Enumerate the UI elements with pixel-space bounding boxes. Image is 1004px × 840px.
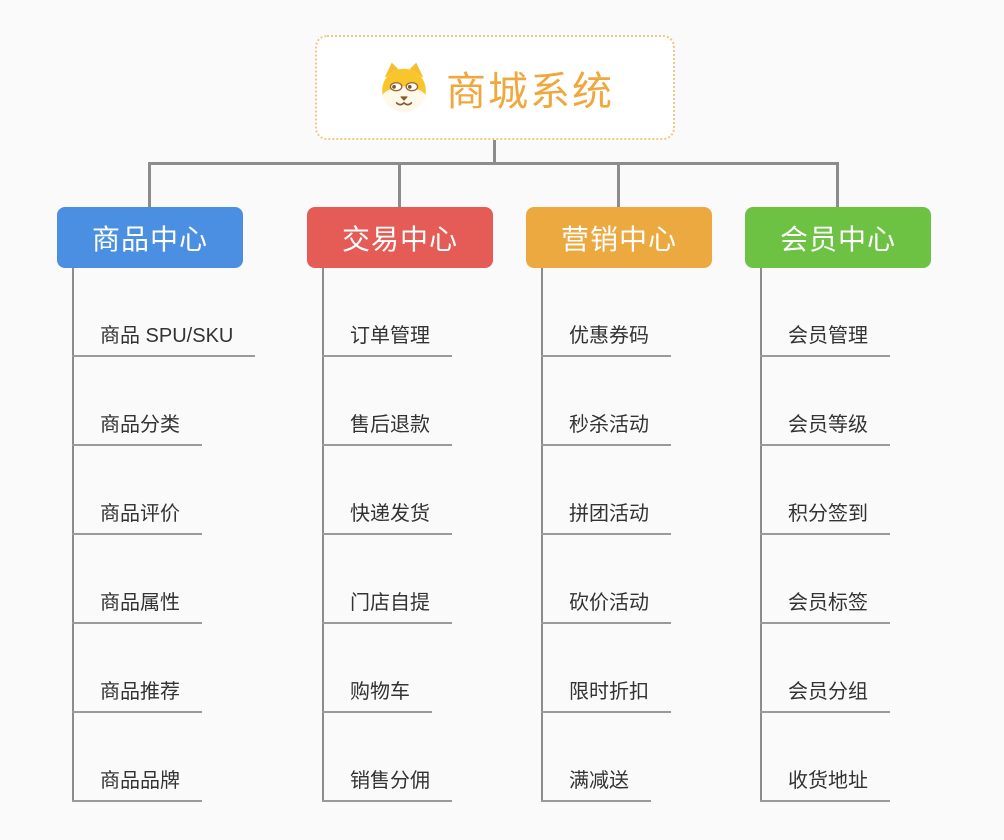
- leaf-node-aftersale-refund[interactable]: 售后退款: [322, 402, 452, 446]
- branch-trunk-trade: [322, 268, 324, 802]
- leaf-node-bargain-activity[interactable]: 砍价活动: [541, 580, 671, 624]
- connector-drop-4: [836, 162, 839, 207]
- leaf-node-goods-category[interactable]: 商品分类: [72, 402, 202, 446]
- branch-trunk-member: [760, 268, 762, 802]
- leaf-node-group-buy[interactable]: 拼团活动: [541, 491, 671, 535]
- leaf-node-express-delivery[interactable]: 快递发货: [322, 491, 452, 535]
- leaf-node-shipping-address[interactable]: 收货地址: [760, 758, 890, 802]
- leaf-node-member-group[interactable]: 会员分组: [760, 669, 890, 713]
- branch-node-trade-center[interactable]: 交易中心: [307, 207, 493, 268]
- branch-node-goods-center[interactable]: 商品中心: [57, 207, 243, 268]
- connector-drop-3: [617, 162, 620, 207]
- leaf-node-goods-attribute[interactable]: 商品属性: [72, 580, 202, 624]
- branch-trunk-marketing: [541, 268, 543, 802]
- leaf-node-order-management[interactable]: 订单管理: [322, 313, 452, 357]
- connector-bus: [148, 162, 839, 165]
- connector-drop-1: [148, 162, 151, 207]
- leaf-node-flash-sale[interactable]: 秒杀活动: [541, 402, 671, 446]
- leaf-node-full-reduction[interactable]: 满减送: [541, 758, 651, 802]
- leaf-node-member-level[interactable]: 会员等级: [760, 402, 890, 446]
- connector-drop-2: [398, 162, 401, 207]
- leaf-node-points-checkin[interactable]: 积分签到: [760, 491, 890, 535]
- connector-root-stub: [493, 140, 496, 165]
- root-node[interactable]: 商城系统: [315, 35, 675, 140]
- branch-node-member-center[interactable]: 会员中心: [745, 207, 931, 268]
- leaf-node-member-management[interactable]: 会员管理: [760, 313, 890, 357]
- leaf-node-coupon-code[interactable]: 优惠券码: [541, 313, 671, 357]
- leaf-node-goods-recommend[interactable]: 商品推荐: [72, 669, 202, 713]
- leaf-node-shopping-cart[interactable]: 购物车: [322, 669, 432, 713]
- leaf-node-sales-commission[interactable]: 销售分佣: [322, 758, 452, 802]
- root-title: 商城系统: [446, 69, 614, 114]
- branch-node-marketing-center[interactable]: 营销中心: [526, 207, 712, 268]
- leaf-node-store-pickup[interactable]: 门店自提: [322, 580, 452, 624]
- leaf-node-goods-spu-sku[interactable]: 商品 SPU/SKU: [72, 313, 256, 357]
- leaf-node-goods-review[interactable]: 商品评价: [72, 491, 202, 535]
- leaf-node-member-tag[interactable]: 会员标签: [760, 580, 890, 624]
- branch-trunk-goods: [72, 268, 74, 802]
- shiba-dog-icon: [376, 60, 432, 116]
- leaf-node-goods-brand[interactable]: 商品品牌: [72, 758, 202, 802]
- leaf-node-limited-time-discount[interactable]: 限时折扣: [541, 669, 671, 713]
